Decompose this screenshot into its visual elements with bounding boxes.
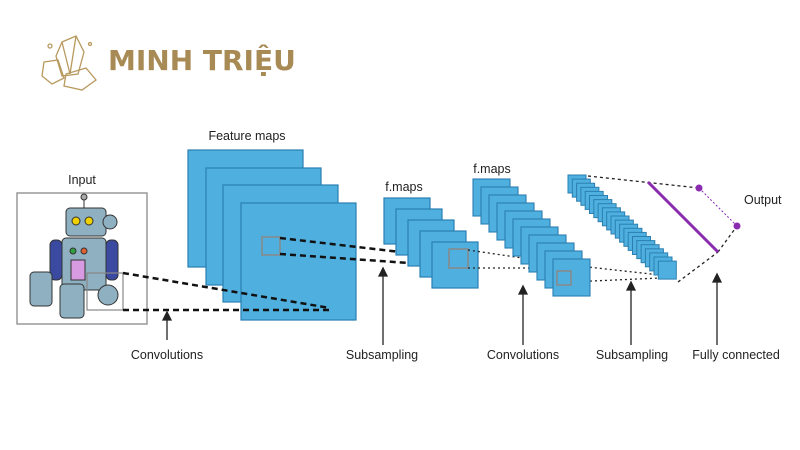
output-node bbox=[733, 222, 741, 230]
stage-label-fully-connected: Fully connected bbox=[692, 348, 780, 362]
stage-label-subsampling-1: Subsampling bbox=[346, 348, 418, 362]
input-label: Input bbox=[68, 173, 96, 187]
stage-arrows bbox=[161, 266, 723, 345]
receptive-field-box bbox=[86, 272, 124, 311]
output-label: Output bbox=[744, 193, 782, 207]
fmaps2-label: f.maps bbox=[473, 162, 511, 176]
fmaps1-label: f.maps bbox=[385, 180, 423, 194]
robot-image bbox=[29, 193, 119, 319]
fully-connected-layer bbox=[646, 180, 720, 254]
kernel-box bbox=[261, 236, 281, 256]
fmaps1-stack bbox=[383, 197, 479, 289]
feature-maps-label: Feature maps bbox=[208, 129, 285, 143]
stage-label-subsampling-2: Subsampling bbox=[596, 348, 668, 362]
fmaps2-stack bbox=[472, 178, 591, 297]
feature-map bbox=[657, 260, 677, 280]
kernel-box-3 bbox=[556, 270, 572, 286]
stage-label-convolutions-1: Convolutions bbox=[131, 348, 203, 362]
fc-dotted-lines bbox=[587, 175, 738, 283]
output-node bbox=[695, 184, 703, 192]
subsampled-stack bbox=[567, 174, 677, 280]
feature-maps-stack bbox=[187, 149, 357, 321]
stage-label-convolutions-2: Convolutions bbox=[487, 348, 559, 362]
logo-text: MINH TRIỆU bbox=[108, 43, 296, 77]
output-link bbox=[698, 187, 738, 227]
kernel-box-2 bbox=[448, 248, 469, 269]
logo-icon bbox=[41, 35, 97, 91]
